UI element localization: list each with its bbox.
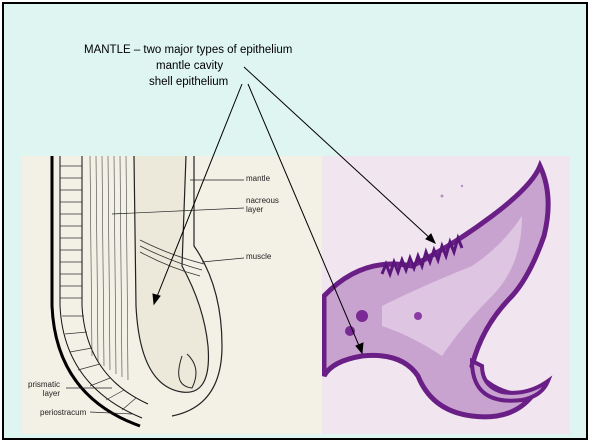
arrow-shell-epithelium-to-histology [248,84,360,348]
arrowhead [153,294,160,304]
arrow-shell-epithelium-to-drawing [156,84,242,299]
slide: MANTLE – two major types of epithelium m… [2,2,588,440]
arrow-mantle-cavity-to-histology [244,67,432,240]
arrowhead [356,343,363,353]
pointer-arrows [4,4,590,442]
